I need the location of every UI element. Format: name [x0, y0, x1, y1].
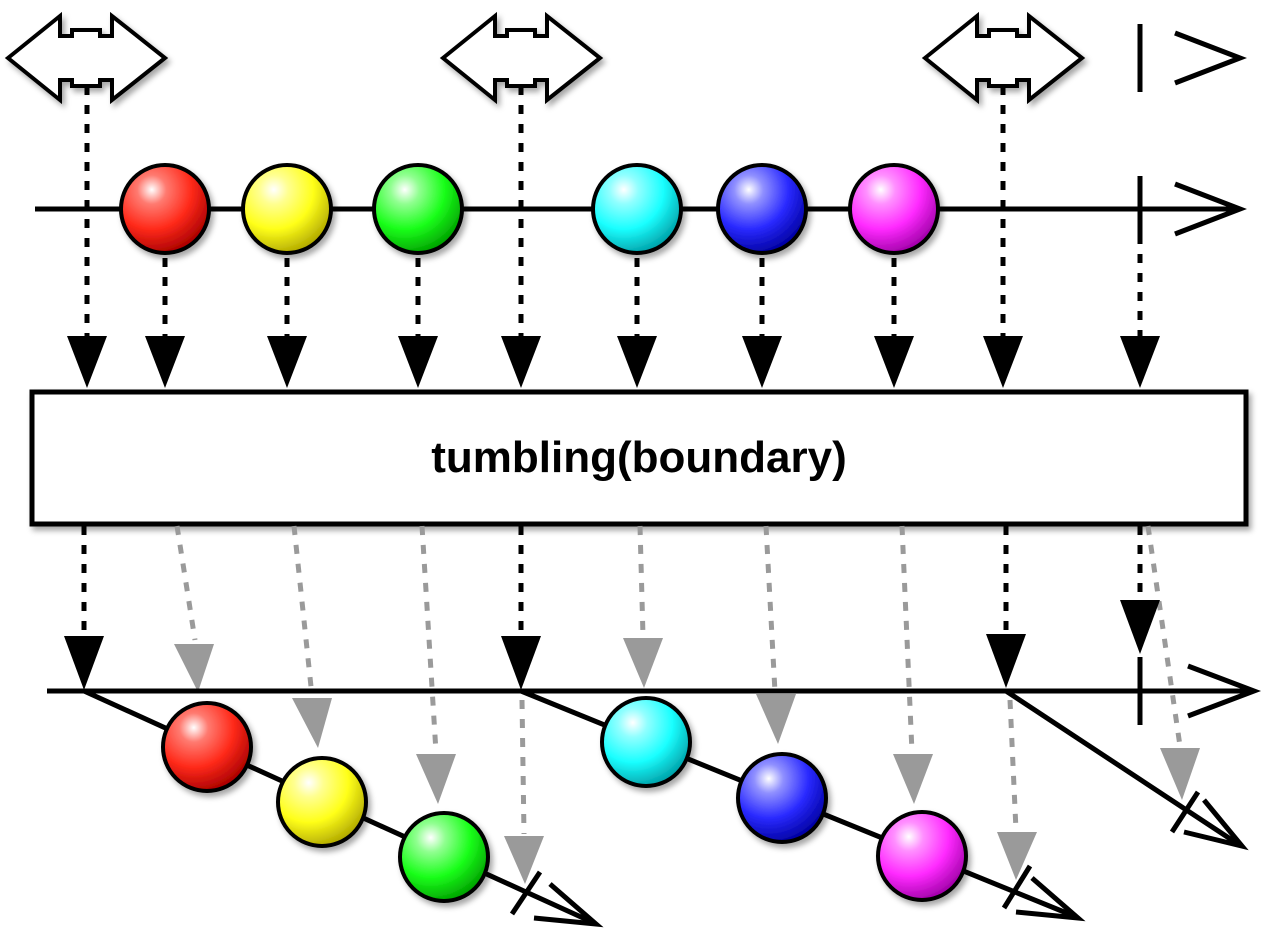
operator-box [29, 389, 1249, 527]
window-2-marble-cyan [600, 696, 692, 788]
output-timeline [47, 657, 1262, 725]
marble-green [372, 163, 464, 255]
input-arrowheads [67, 336, 1160, 388]
boundary-window-icon [4, 11, 169, 105]
window-1-marble-red [161, 701, 253, 793]
input-arrows [84, 86, 1143, 340]
source-timeline [35, 163, 1247, 255]
marble-red [119, 163, 211, 255]
marble-blue [716, 163, 808, 255]
marble-cyan [591, 163, 683, 255]
window-2-complete-tick [1001, 864, 1033, 910]
marble-magenta [848, 163, 940, 255]
boundary-timeline [4, 11, 1247, 105]
window-1-complete-tick [509, 870, 543, 916]
output-window-2 [520, 688, 1086, 922]
output-black-arrowheads [64, 600, 1160, 690]
boundary-window-icon [921, 11, 1086, 105]
output-gray-arrowheads [174, 638, 1200, 884]
window-2-marble-magenta [876, 810, 968, 902]
window-1-marble-yellow [276, 756, 368, 848]
output-gray-arrows [174, 525, 1183, 835]
output-window-3 [1004, 688, 1249, 851]
window-2-marble-blue [736, 752, 828, 844]
window-3-complete-tick [1169, 790, 1201, 834]
output-window-1 [82, 688, 604, 928]
marble-yellow [241, 163, 333, 255]
boundary-window-icon [439, 11, 604, 105]
output-black-arrows [81, 526, 1143, 634]
window-1-marble-green [398, 811, 490, 903]
